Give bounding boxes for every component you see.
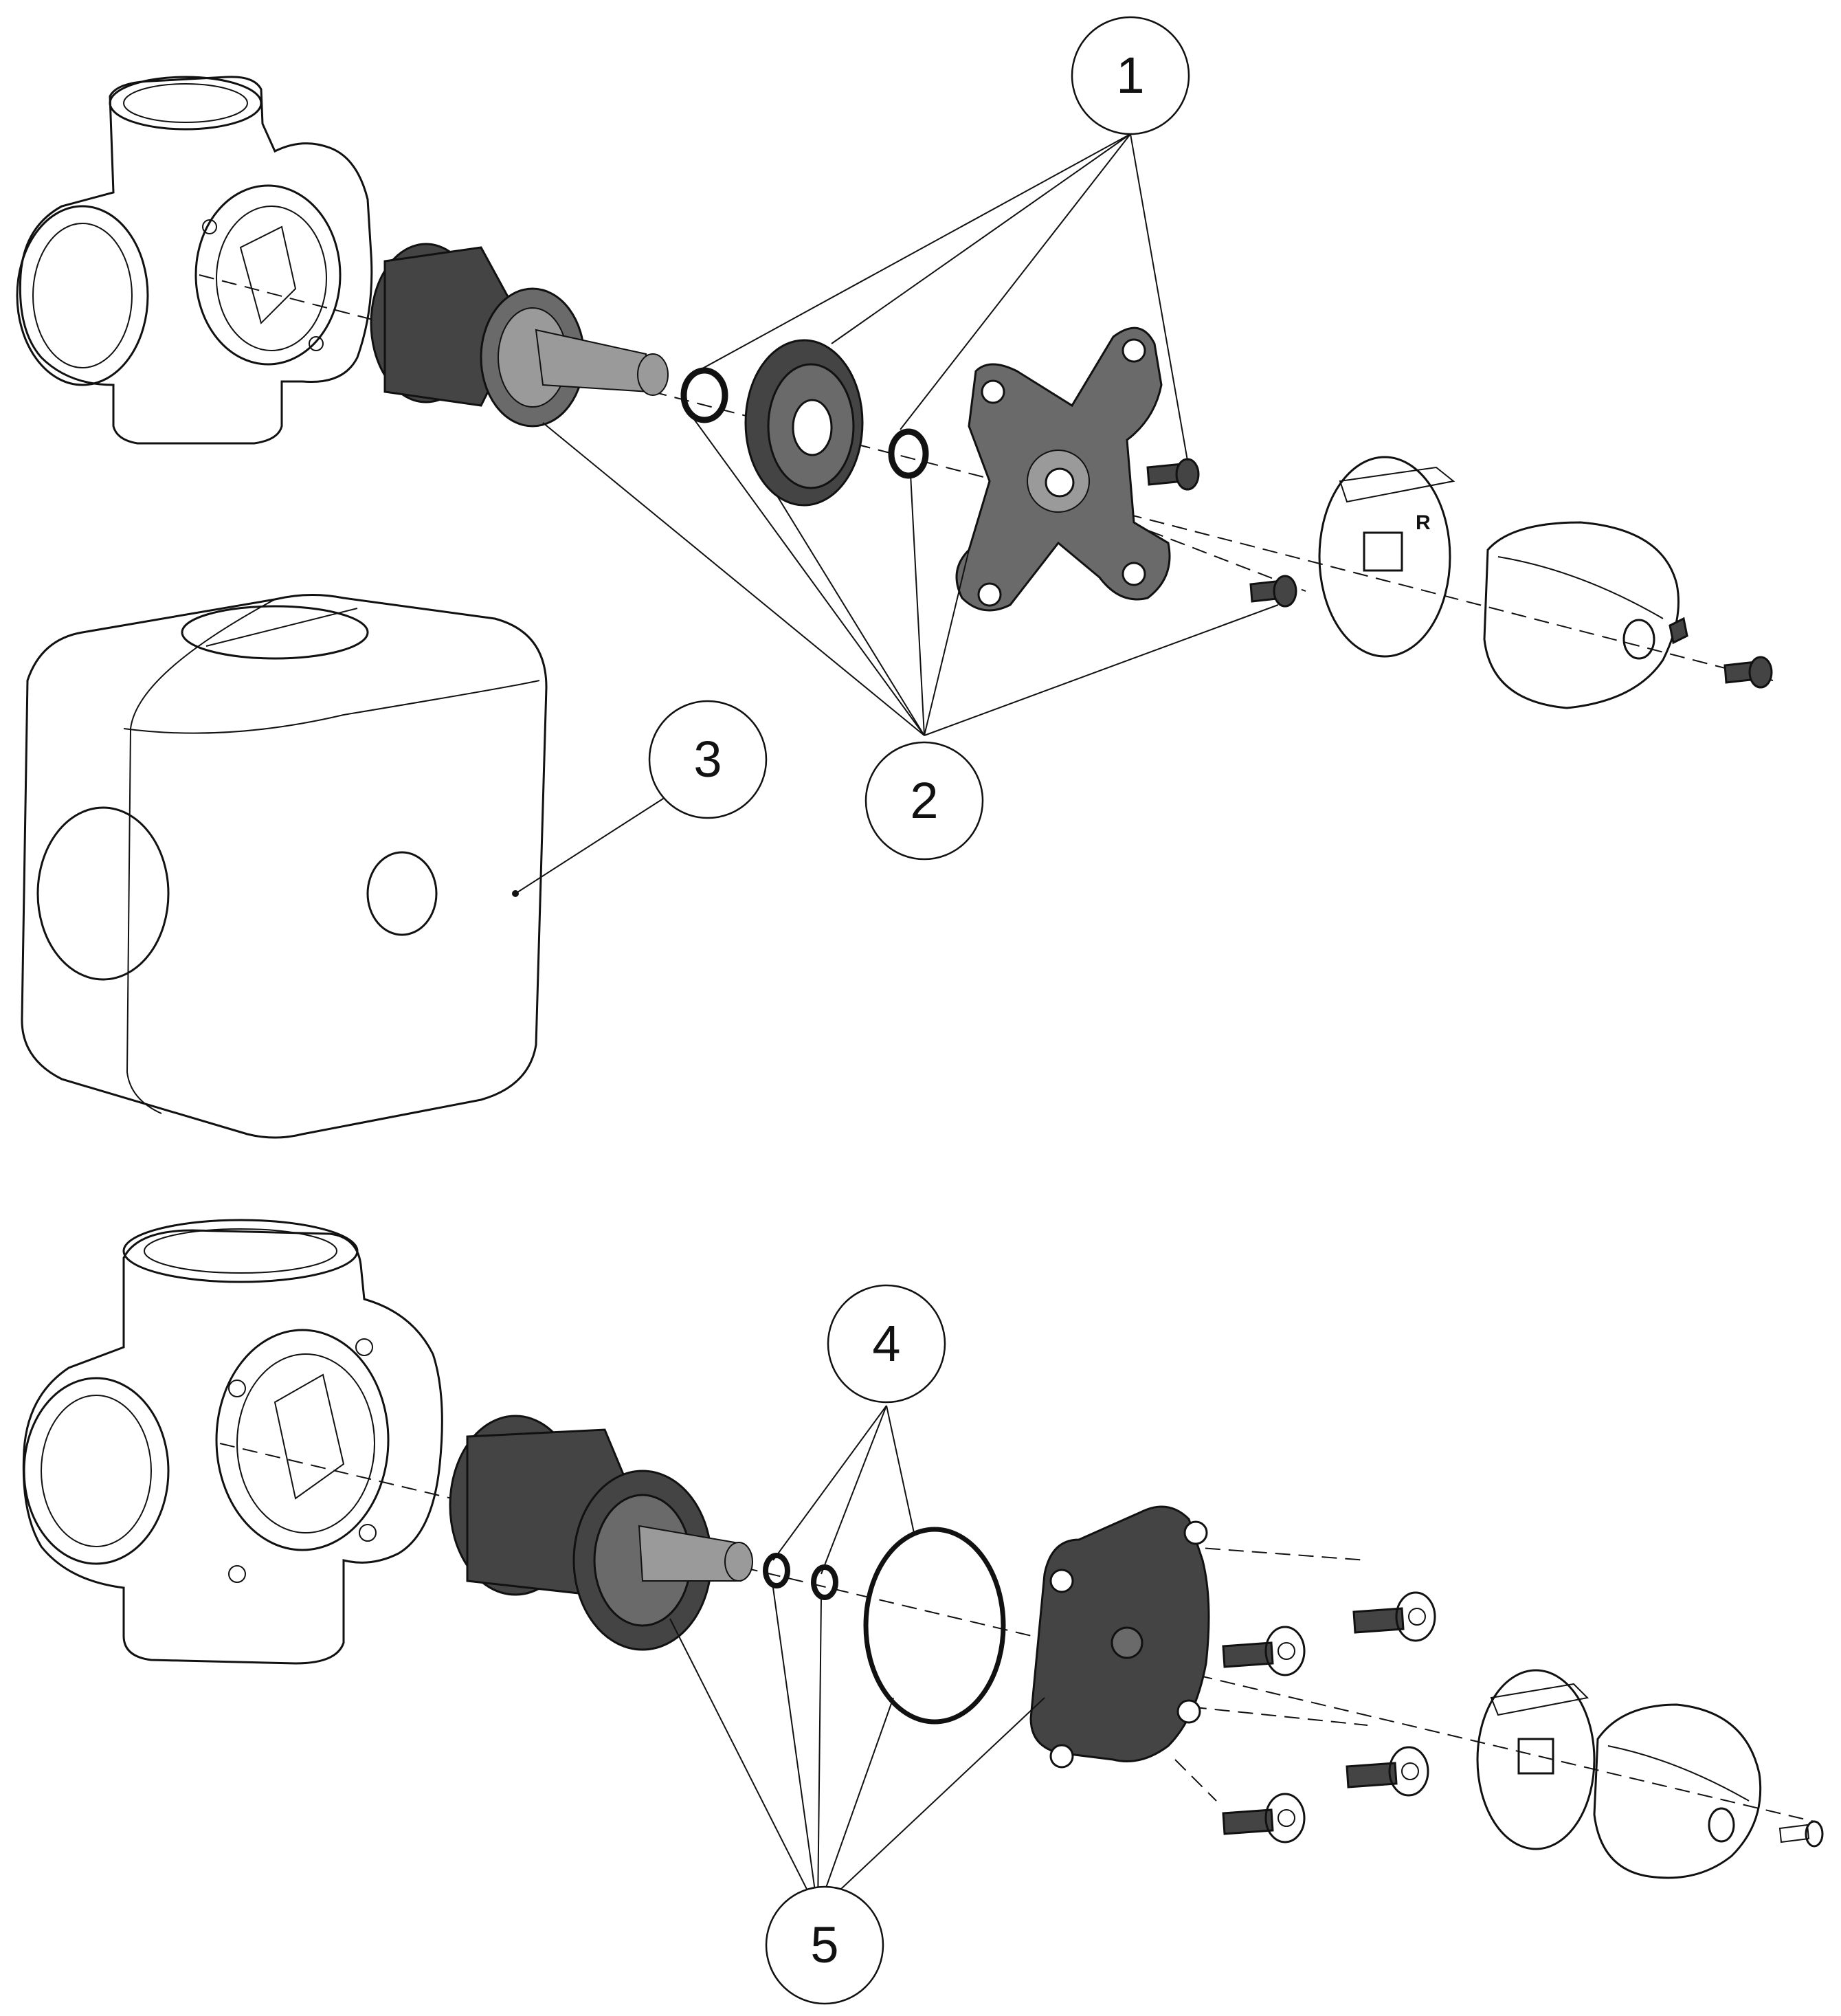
axis-line-bottom-4 [1168, 1704, 1368, 1726]
spindle-top [370, 243, 669, 428]
knob-bottom [1593, 1703, 1762, 1879]
socket-screw-3 [1346, 1746, 1429, 1797]
callout-2: 2 [864, 741, 984, 861]
flange-plate-bottom [1029, 1505, 1210, 1769]
screw-top-3 [1723, 656, 1773, 689]
callout-5: 5 [765, 1885, 884, 2005]
screw-top-2 [1249, 575, 1297, 608]
o-ring-2 [888, 428, 929, 479]
leader-lines-callout-5 [669, 1587, 1045, 1912]
screw-top-1 [1146, 458, 1200, 491]
spindle-bottom [449, 1415, 753, 1651]
callout-4-label: 4 [872, 1315, 900, 1372]
leader-line-callout-3 [512, 797, 666, 897]
scale-disc-top: R [1318, 456, 1455, 658]
callout-3: 3 [648, 700, 768, 819]
o-ring-1 [680, 367, 728, 423]
socket-screw-4 [1222, 1793, 1306, 1843]
scale-disc-bottom [1476, 1669, 1596, 1850]
o-ring-large [863, 1527, 1006, 1725]
screw-bottom [1778, 1820, 1824, 1848]
callout-2-label: 2 [910, 772, 938, 829]
knob-marking: R [1416, 511, 1431, 534]
callout-4: 4 [827, 1284, 946, 1404]
callout-1-label: 1 [1116, 47, 1144, 104]
bushing [744, 339, 864, 507]
axis-line-bottom-3 [1174, 1759, 1217, 1802]
insulation-box [21, 593, 548, 1139]
leader-lines-callout-2 [542, 419, 1279, 736]
axis-line-top-lower [1126, 522, 1306, 592]
socket-screw-1 [1352, 1591, 1436, 1642]
callout-5-label: 5 [810, 1916, 838, 1973]
axis-line-bottom [219, 1443, 1815, 1822]
o-ring-4 [811, 1564, 838, 1600]
callout-1: 1 [1071, 16, 1190, 135]
o-ring-3 [763, 1553, 790, 1588]
flange-plate-top [955, 326, 1171, 612]
axis-line-bottom-2 [1181, 1546, 1368, 1561]
valve-body-bottom [22, 1219, 443, 1665]
socket-screw-2 [1222, 1626, 1306, 1676]
leader-lines-callout-1 [697, 133, 1188, 461]
knob-top [1483, 521, 1688, 709]
valve-body-top [16, 76, 373, 445]
leader-lines-callout-4 [772, 1405, 915, 1575]
callout-3-label: 3 [693, 731, 722, 788]
